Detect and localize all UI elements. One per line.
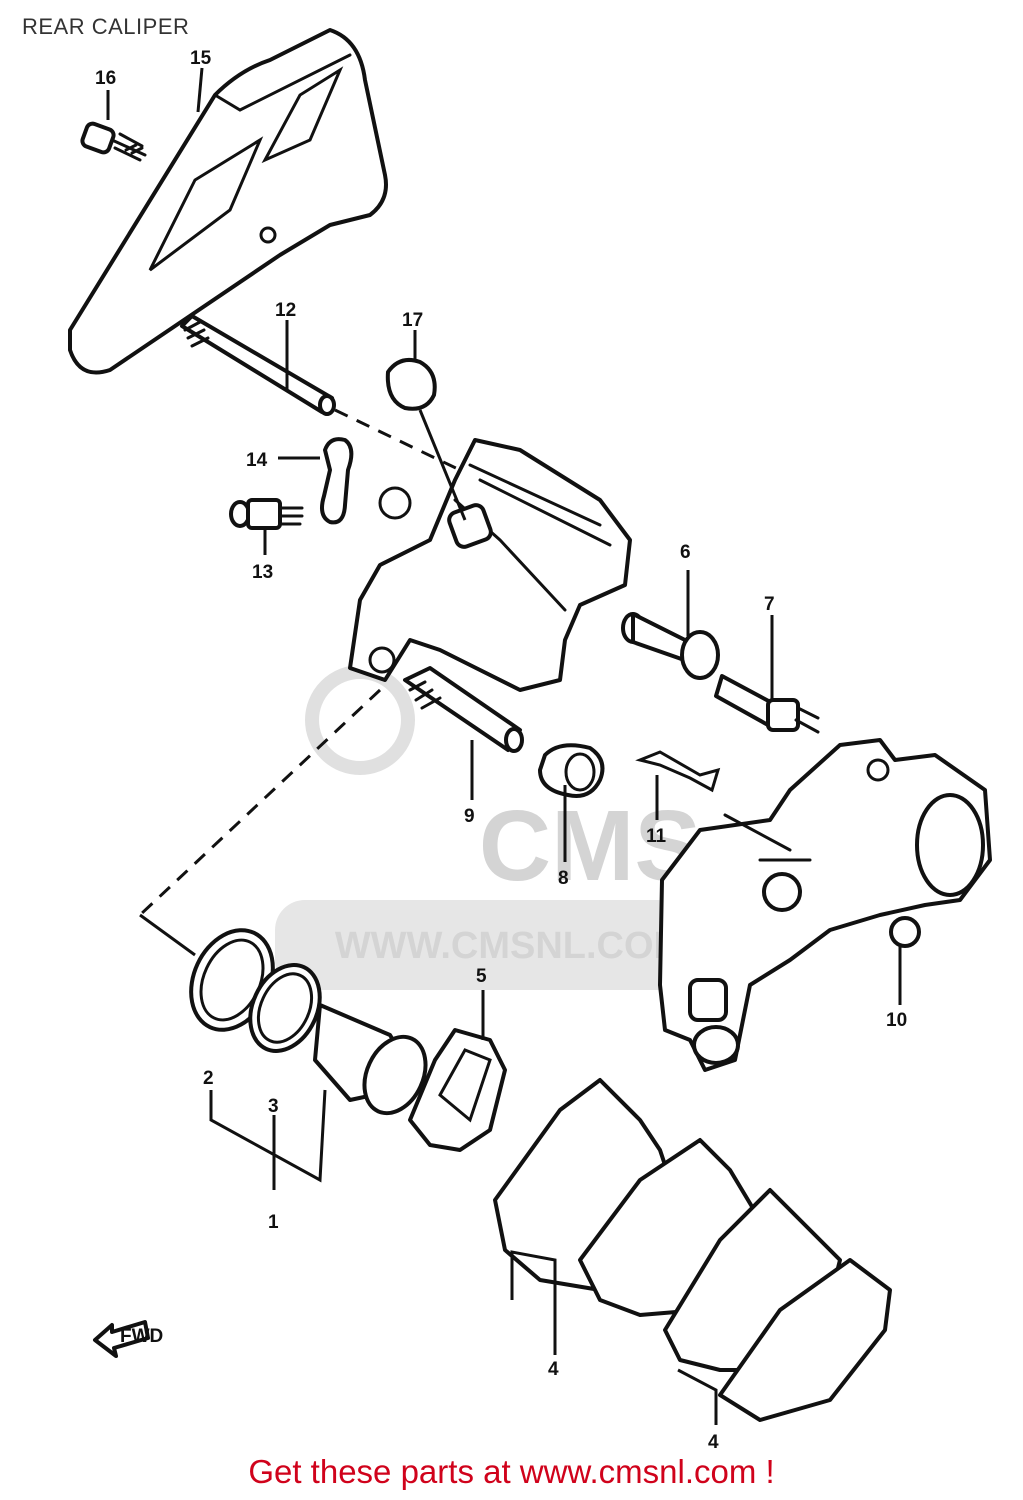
part-6-sleeve	[621, 612, 720, 680]
callout-10: 10	[886, 1010, 907, 1031]
watermark: WWW.CMSNL.COM CMS	[275, 665, 745, 990]
callout-3: 3	[268, 1096, 279, 1117]
callout-17: 17	[402, 310, 423, 331]
callout-8: 8	[558, 868, 569, 889]
callout-numbers: 1 2 3 4 4 5 6 7 8 9 10 11 12 13 14 15 16…	[95, 48, 907, 1453]
part-11-spring	[635, 750, 721, 793]
callout-9: 9	[464, 806, 475, 827]
callout-16: 16	[95, 68, 116, 89]
watermark-url: WWW.CMSNL.COM	[335, 925, 685, 967]
callout-4a: 4	[548, 1359, 559, 1380]
part-3-seal	[248, 963, 322, 1053]
part-12-slide-pin	[180, 314, 336, 416]
callout-2: 2	[203, 1068, 214, 1089]
callout-6: 6	[680, 542, 691, 563]
callout-1: 1	[268, 1212, 279, 1233]
callout-12: 12	[275, 300, 296, 321]
part-9-slide-pin	[403, 666, 524, 753]
fwd-arrow: FWD	[93, 1320, 163, 1358]
callout-15: 15	[190, 48, 212, 69]
assembly-lines	[138, 408, 461, 917]
callout-11: 11	[646, 826, 667, 847]
callout-14: 14	[246, 450, 268, 471]
part-13-bleeder	[229, 498, 304, 530]
part-16-bolt	[80, 121, 147, 162]
footer-promo-text: Get these parts at www.cmsnl.com !	[248, 1453, 775, 1490]
caliper-body	[348, 438, 632, 692]
fwd-label: FWD	[120, 1326, 163, 1347]
part-14-clip	[320, 437, 354, 525]
callout-5: 5	[476, 966, 487, 987]
part-17-cap	[385, 358, 437, 411]
callout-4b: 4	[708, 1432, 719, 1453]
part-8-boot	[538, 743, 605, 798]
callout-7: 7	[764, 594, 775, 615]
part-7-bolt	[714, 674, 820, 734]
piston	[313, 1003, 428, 1116]
caliper-holder	[658, 738, 992, 1072]
part-4-pad-lower	[663, 1188, 892, 1422]
part-5-shim	[408, 1028, 507, 1152]
diagram-title: REAR CALIPER	[22, 14, 190, 39]
callout-13: 13	[252, 562, 273, 583]
callout-leaders	[106, 67, 902, 1425]
part-15-bracket	[68, 28, 388, 375]
